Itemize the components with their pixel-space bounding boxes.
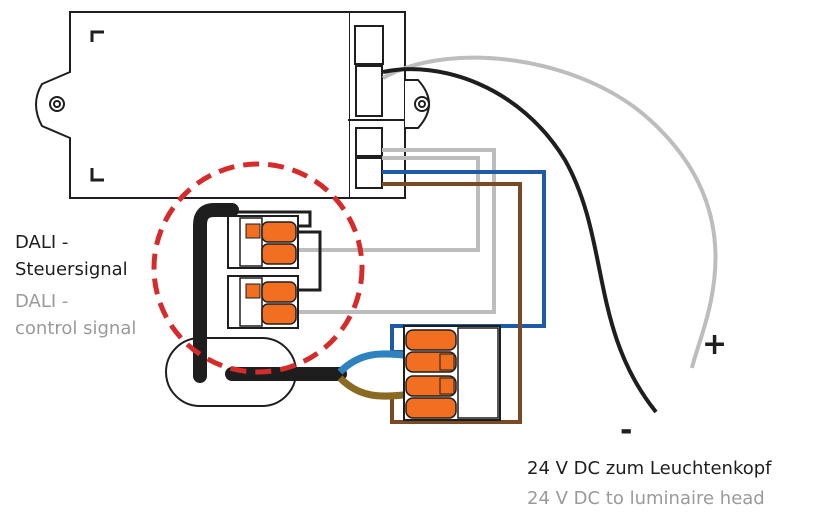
dali-label-de-2: Steuersignal	[15, 259, 128, 280]
wire-grey-plus	[382, 55, 718, 369]
core-brown	[337, 375, 413, 400]
core-blue	[337, 350, 413, 375]
wire-grey-dali	[296, 148, 496, 314]
wago-terminal-icon	[227, 215, 299, 269]
plus-sign: +	[702, 327, 728, 362]
wago-terminal-icon	[227, 275, 299, 329]
dali-label-de-1: DALI -	[15, 232, 69, 253]
dali-label-en-1: DALI -	[15, 291, 69, 312]
wago-terminal-icon	[403, 325, 501, 421]
power-label-en: 24 V DC to luminaire head	[527, 488, 765, 509]
minus-sign: -	[620, 413, 633, 448]
driver-module-icon	[35, 11, 430, 199]
dali-label-en-2: control signal	[15, 318, 137, 339]
wire-black-minus	[382, 67, 658, 414]
dashed-circle-icon	[151, 161, 365, 375]
power-label-de: 24 V DC zum Leuchtenkopf	[527, 458, 772, 479]
cable-dali-thick	[193, 203, 239, 383]
wire-black-dali	[236, 210, 322, 292]
